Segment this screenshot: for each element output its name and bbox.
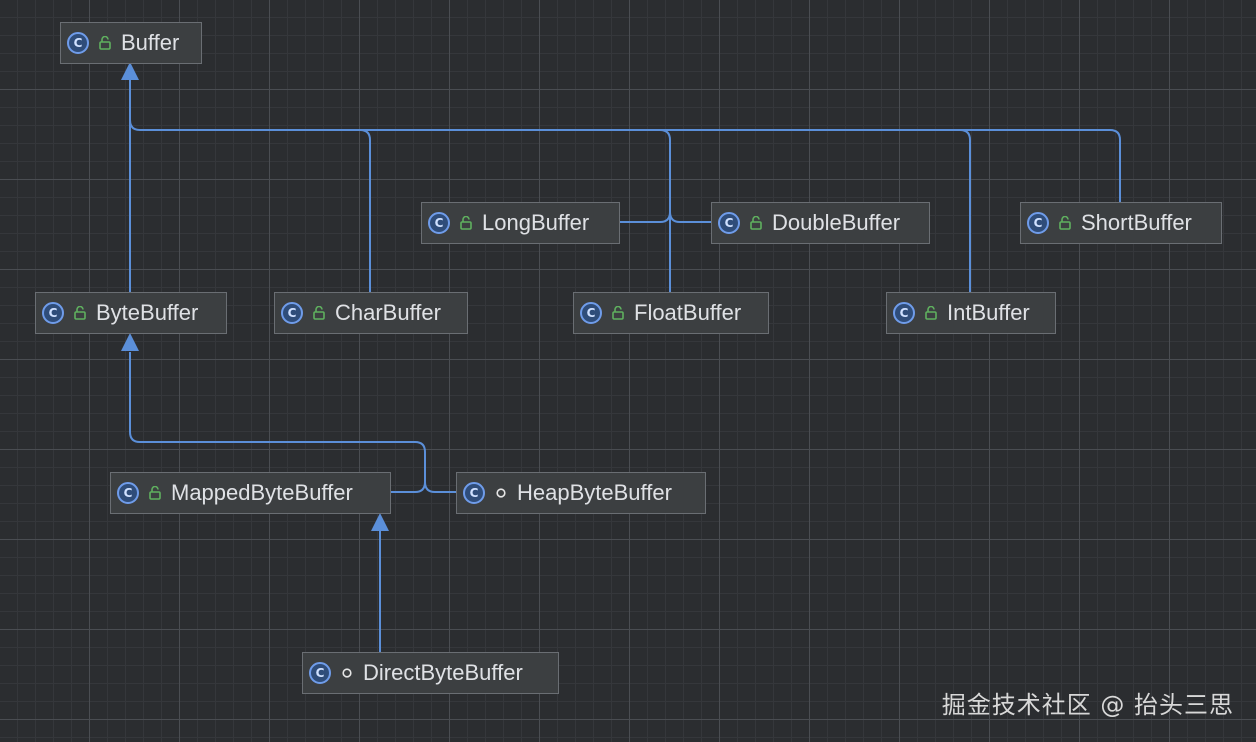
node-label: ByteBuffer xyxy=(96,300,199,325)
class-icon: C xyxy=(718,212,740,234)
node-heapbytebuffer[interactable]: C HeapByteBuffer xyxy=(456,472,706,514)
class-icon: C xyxy=(42,302,64,324)
unlocked-icon xyxy=(458,216,474,230)
unlocked-icon xyxy=(72,306,88,320)
arrowhead-bytebuffer xyxy=(121,333,139,351)
arrowhead-mappedbytebuffer xyxy=(371,513,389,531)
node-doublebuffer[interactable]: C DoubleBuffer xyxy=(711,202,930,244)
class-icon: C xyxy=(463,482,485,504)
class-icon: C xyxy=(428,212,450,234)
class-icon: C xyxy=(281,302,303,324)
unlocked-icon xyxy=(748,216,764,230)
edge-intbuffer-buffer xyxy=(959,129,971,292)
class-icon: C xyxy=(309,662,331,684)
node-charbuffer[interactable]: C CharBuffer xyxy=(274,292,468,334)
edge-floatbuffer-buffer xyxy=(659,129,671,292)
class-icon: C xyxy=(117,482,139,504)
class-icon: C xyxy=(67,32,89,54)
edge-longbuffer-buffer xyxy=(620,211,671,223)
circle-icon xyxy=(339,667,355,679)
node-buffer[interactable]: C Buffer xyxy=(60,22,202,64)
unlocked-icon xyxy=(311,306,327,320)
node-label: Buffer xyxy=(121,30,180,55)
node-shortbuffer[interactable]: C ShortBuffer xyxy=(1020,202,1222,244)
node-label: HeapByteBuffer xyxy=(517,480,672,505)
node-label: DirectByteBuffer xyxy=(363,660,523,685)
node-label: MappedByteBuffer xyxy=(171,480,353,505)
circle-icon xyxy=(493,487,509,499)
node-floatbuffer[interactable]: C FloatBuffer xyxy=(573,292,769,334)
node-label: LongBuffer xyxy=(482,210,590,235)
node-label: FloatBuffer xyxy=(634,300,742,325)
node-label: IntBuffer xyxy=(947,300,1030,325)
class-icon: C xyxy=(893,302,915,324)
node-label: DoubleBuffer xyxy=(772,210,901,235)
watermark: 掘金技术社区 @ 抬头三思 xyxy=(941,691,1234,719)
unlocked-icon xyxy=(610,306,626,320)
node-mappedbytebuffer[interactable]: C MappedByteBuffer xyxy=(110,472,391,514)
edge-doublebuffer-buffer xyxy=(669,211,712,223)
unlocked-icon xyxy=(1057,216,1073,230)
node-longbuffer[interactable]: C LongBuffer xyxy=(421,202,620,244)
unlocked-icon xyxy=(97,36,113,50)
edge-shared-trunk xyxy=(129,119,1121,202)
unlocked-icon xyxy=(923,306,939,320)
node-bytebuffer[interactable]: C ByteBuffer xyxy=(35,292,227,334)
class-icon: C xyxy=(580,302,602,324)
node-intbuffer[interactable]: C IntBuffer xyxy=(886,292,1056,334)
class-icon: C xyxy=(1027,212,1049,234)
unlocked-icon xyxy=(147,486,163,500)
arrowhead-buffer xyxy=(121,62,139,80)
node-label: ShortBuffer xyxy=(1081,210,1192,235)
node-label: CharBuffer xyxy=(335,300,441,325)
node-directbytebuffer[interactable]: C DirectByteBuffer xyxy=(302,652,559,694)
edge-heap-bytebuffer xyxy=(424,481,456,493)
edge-mapped-bytebuffer xyxy=(129,352,426,493)
edge-charbuffer-buffer xyxy=(359,129,371,292)
